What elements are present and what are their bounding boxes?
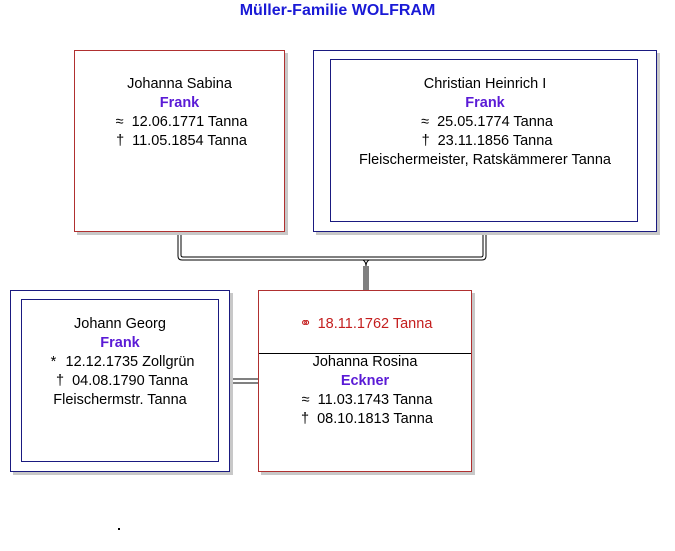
birth-date: 12.12.1735 Zollgrün xyxy=(65,354,195,370)
baptism-row: ≈11.03.1743 Tanna xyxy=(259,391,471,410)
death-date: 11.05.1854 Tanna xyxy=(132,133,247,149)
death-row: † 08.10.1813 Tanna xyxy=(259,410,471,429)
occupation: Fleischermeister, Ratskämmerer Tanna xyxy=(359,152,611,168)
death-date: 04.08.1790 Tanna xyxy=(72,373,188,389)
baptism-date: 25.05.1774 Tanna xyxy=(437,114,553,130)
death-row: † 11.05.1854 Tanna xyxy=(75,132,284,151)
occupation: Fleischermstr. Tanna xyxy=(53,392,187,408)
page-title: Müller-Familie WOLFRAM xyxy=(239,2,436,19)
baptism-icon: ≈ xyxy=(115,114,124,130)
baptism-date: 12.06.1771 Tanna xyxy=(131,114,248,130)
stray-dot xyxy=(118,528,120,530)
person-surname: Frank xyxy=(100,335,140,351)
death-icon: † xyxy=(116,133,125,149)
person-given-name: Christian Heinrich I xyxy=(423,76,547,92)
death-row: † 04.08.1790 Tanna xyxy=(11,372,229,391)
person-given-name: Johanna Sabina xyxy=(127,76,232,92)
person-surname: Frank xyxy=(465,95,505,111)
baptism-icon: ≈ xyxy=(301,392,310,408)
baptism-row: ≈25.05.1774 Tanna xyxy=(314,113,656,132)
marriage-date: 18.11.1762 Tanna xyxy=(317,316,433,332)
baptism-row: ≈12.06.1771 Tanna xyxy=(75,113,284,132)
person-box-johann-georg[interactable]: Johann Georg Frank *12.12.1735 Zollgrün … xyxy=(10,290,230,472)
person-given-name: Johann Georg xyxy=(74,316,166,332)
death-date: 23.11.1856 Tanna xyxy=(437,133,553,149)
person-box-johanna-sabina[interactable]: Johanna Sabina Frank ≈12.06.1771 Tanna †… xyxy=(74,50,285,232)
person-surname: Eckner xyxy=(340,373,390,389)
person-box-christian-heinrich[interactable]: Christian Heinrich I Frank ≈25.05.1774 T… xyxy=(313,50,657,232)
marriage-icon: ⚭ xyxy=(299,316,312,332)
person-given-name: Johanna Rosina xyxy=(312,354,418,370)
baptism-date: 11.03.1743 Tanna xyxy=(317,392,433,408)
death-row: † 23.11.1856 Tanna xyxy=(314,132,656,151)
death-icon: † xyxy=(301,411,310,427)
baptism-icon: ≈ xyxy=(421,114,430,130)
birth-icon: * xyxy=(50,354,57,370)
death-icon: † xyxy=(421,133,430,149)
birth-row: * 12.12.1735 Zollgrün xyxy=(11,353,229,372)
marriage-row: ⚭ 18.11.1762 Tanna xyxy=(259,315,471,334)
person-box-johanna-rosina[interactable]: ⚭18.11.1762 Tanna Johanna Rosina Eckner … xyxy=(258,290,472,472)
marriage-divider xyxy=(259,353,471,354)
person-surname: Frank xyxy=(159,95,200,111)
death-date: 08.10.1813 Tanna xyxy=(317,411,433,427)
death-icon: † xyxy=(56,373,65,389)
